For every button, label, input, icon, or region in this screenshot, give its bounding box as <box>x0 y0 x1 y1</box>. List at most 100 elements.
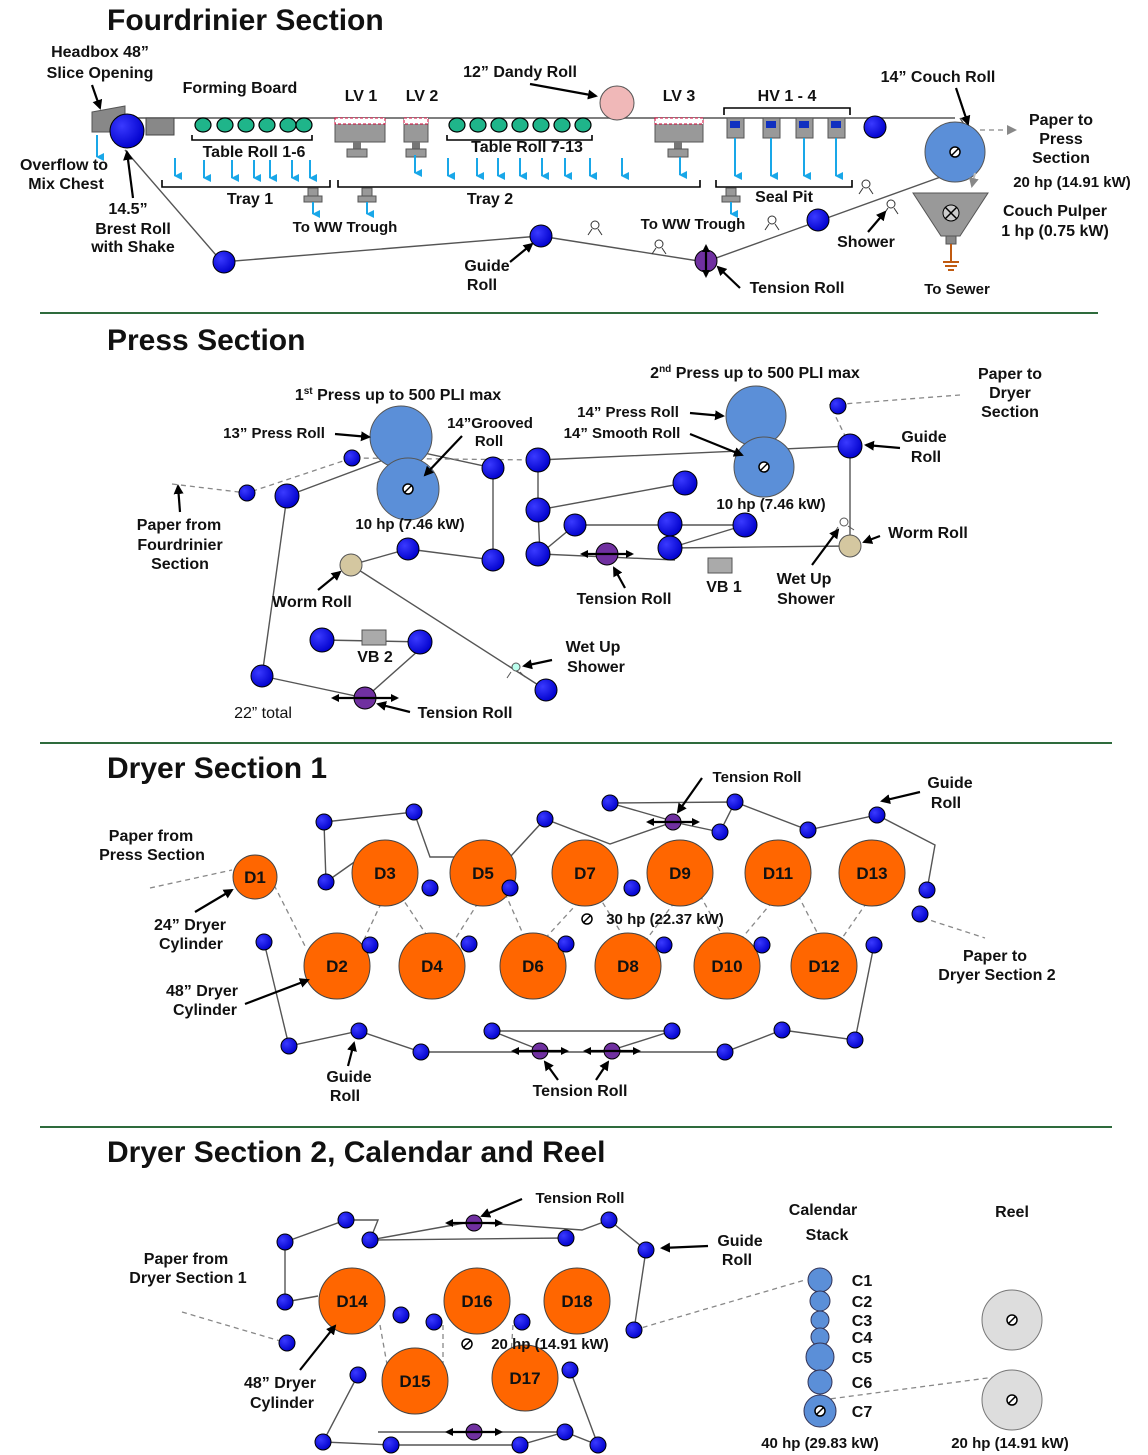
guide-roll <box>726 793 744 811</box>
worm-roll-arrow <box>317 570 342 591</box>
guide-roll <box>392 1306 410 1324</box>
dandy-roll <box>599 85 635 121</box>
guide-roll <box>405 803 423 821</box>
overflow-label-1: Overflow to <box>20 157 108 174</box>
shower-icon <box>590 220 600 230</box>
calendar-roll-label: C1 <box>852 1273 873 1290</box>
guide-roll <box>309 627 335 653</box>
guide-roll <box>412 1043 430 1061</box>
press-roll-14 <box>725 385 787 447</box>
calendar-roll-label: C2 <box>852 1294 873 1311</box>
guide-roll-label-1: Guide <box>717 1233 762 1250</box>
dryer-cylinder <box>232 854 278 900</box>
dryer-cylinder-label: D7 <box>574 864 596 883</box>
guide-roll <box>278 1334 296 1352</box>
hv-bracket <box>723 107 851 115</box>
headbox-label-1: Headbox 48” <box>51 44 149 61</box>
dryer-cylinder-label: D4 <box>421 957 443 976</box>
guide-roll-label-2: Roll <box>911 449 941 466</box>
return-roll <box>806 208 830 232</box>
couch-to-pulper-arrow <box>968 172 979 188</box>
dryer-48-label-2: Cylinder <box>250 1395 314 1412</box>
section-title: Dryer Section 2, Calendar and Reel <box>107 1136 606 1169</box>
shower-icon <box>654 239 664 249</box>
ww-trough-1-label: To WW Trough <box>293 219 398 236</box>
paper-from-label-1: Paper from <box>109 828 193 845</box>
tension-roll-top-arrow <box>676 777 703 814</box>
wet-up-label-2: Shower <box>567 659 625 676</box>
guide-roll <box>396 537 420 561</box>
wet-up-label-2: Shower <box>777 591 835 608</box>
paper-to-dryer-label-1: Paper to <box>978 366 1042 383</box>
drive-icon <box>1006 1314 1018 1326</box>
dryer-cylinder-label: D15 <box>399 1372 430 1391</box>
guide-roll <box>911 905 929 923</box>
guide-roll <box>536 810 554 828</box>
guide-roll-bottom-arrow <box>346 1041 357 1067</box>
calendar-title-1: Calendar <box>789 1202 857 1219</box>
guide-roll-label-1: Guide <box>464 258 509 275</box>
wet-up-label-1: Wet Up <box>777 571 832 588</box>
dryer-cylinder-label: D17 <box>509 1369 540 1388</box>
tension-roll-label: Tension Roll <box>750 280 845 297</box>
guide-roll <box>349 1366 367 1384</box>
table-roll <box>532 117 550 133</box>
dryer-cylinder <box>443 1267 511 1335</box>
guide-roll <box>280 1037 298 1055</box>
guide-roll <box>601 794 619 812</box>
guide-roll <box>529 224 553 248</box>
couch-label: 14” Couch Roll <box>881 69 996 86</box>
paper-to-press-label-2: Press <box>1039 131 1083 148</box>
guide-roll <box>556 1423 574 1441</box>
paper-from-label-2: Dryer Section 1 <box>129 1270 246 1287</box>
lv3-box <box>654 117 704 158</box>
dryer-cylinder-label: D3 <box>374 864 396 883</box>
dryer-48-label-2: Cylinder <box>173 1002 237 1019</box>
table-roll <box>574 117 592 133</box>
press-section: Press Section 1st Press up <box>107 324 1042 722</box>
shower-icon <box>661 247 667 255</box>
dryer-cylinder-label: D5 <box>472 864 494 883</box>
shower-icon <box>893 207 899 215</box>
table-roll <box>216 117 234 133</box>
guide-roll-label-2: Roll <box>722 1252 752 1269</box>
guide-roll <box>317 873 335 891</box>
ww-trough-2-label: To WW Trough <box>641 216 746 233</box>
dryer-cylinder-label: D18 <box>561 1292 592 1311</box>
shower-icon <box>774 223 780 231</box>
table-roll <box>469 117 487 133</box>
shower-icon <box>651 247 657 255</box>
guide-roll-arrow <box>509 242 534 263</box>
dryer1-top-felt <box>323 801 936 891</box>
guide-roll <box>238 484 256 502</box>
calendar-roll <box>805 1342 835 1372</box>
overflow-label-2: Mix Chest <box>28 176 104 193</box>
dryer-cylinder-label: D2 <box>326 957 348 976</box>
dryer-cylinder-label: D13 <box>856 864 887 883</box>
brest-roll-label-1: 14.5” <box>108 201 147 218</box>
tension-roll-label: Tension Roll <box>577 591 672 608</box>
guide-roll <box>623 879 641 897</box>
dryer2-power: 20 hp (14.91 kW) <box>491 1336 609 1353</box>
tray1-drain <box>303 187 323 218</box>
table-roll-2-bracket <box>446 135 593 141</box>
total-label: 22” total <box>234 705 292 722</box>
dryer-cylinder <box>398 932 466 1000</box>
dryer-24-label-1: 24” Dryer <box>154 917 226 934</box>
shower-icon <box>861 179 871 189</box>
tray2-label: Tray 2 <box>467 191 513 208</box>
table-roll <box>490 117 508 133</box>
calendar-title-2: Stack <box>806 1227 849 1244</box>
water-drain-arrows <box>174 138 843 182</box>
dandy-label: 12” Dandy Roll <box>463 64 577 81</box>
dryer-cylinder <box>491 1344 559 1412</box>
calendar-roll <box>807 1369 833 1395</box>
hv-box-vacuum <box>799 121 809 128</box>
calendar-roll-label: C3 <box>852 1313 873 1330</box>
shower-icon <box>833 517 855 534</box>
calendar-roll <box>807 1267 833 1293</box>
tension-roll-label-arrow <box>613 566 626 589</box>
press-guide-rolls <box>238 397 863 702</box>
